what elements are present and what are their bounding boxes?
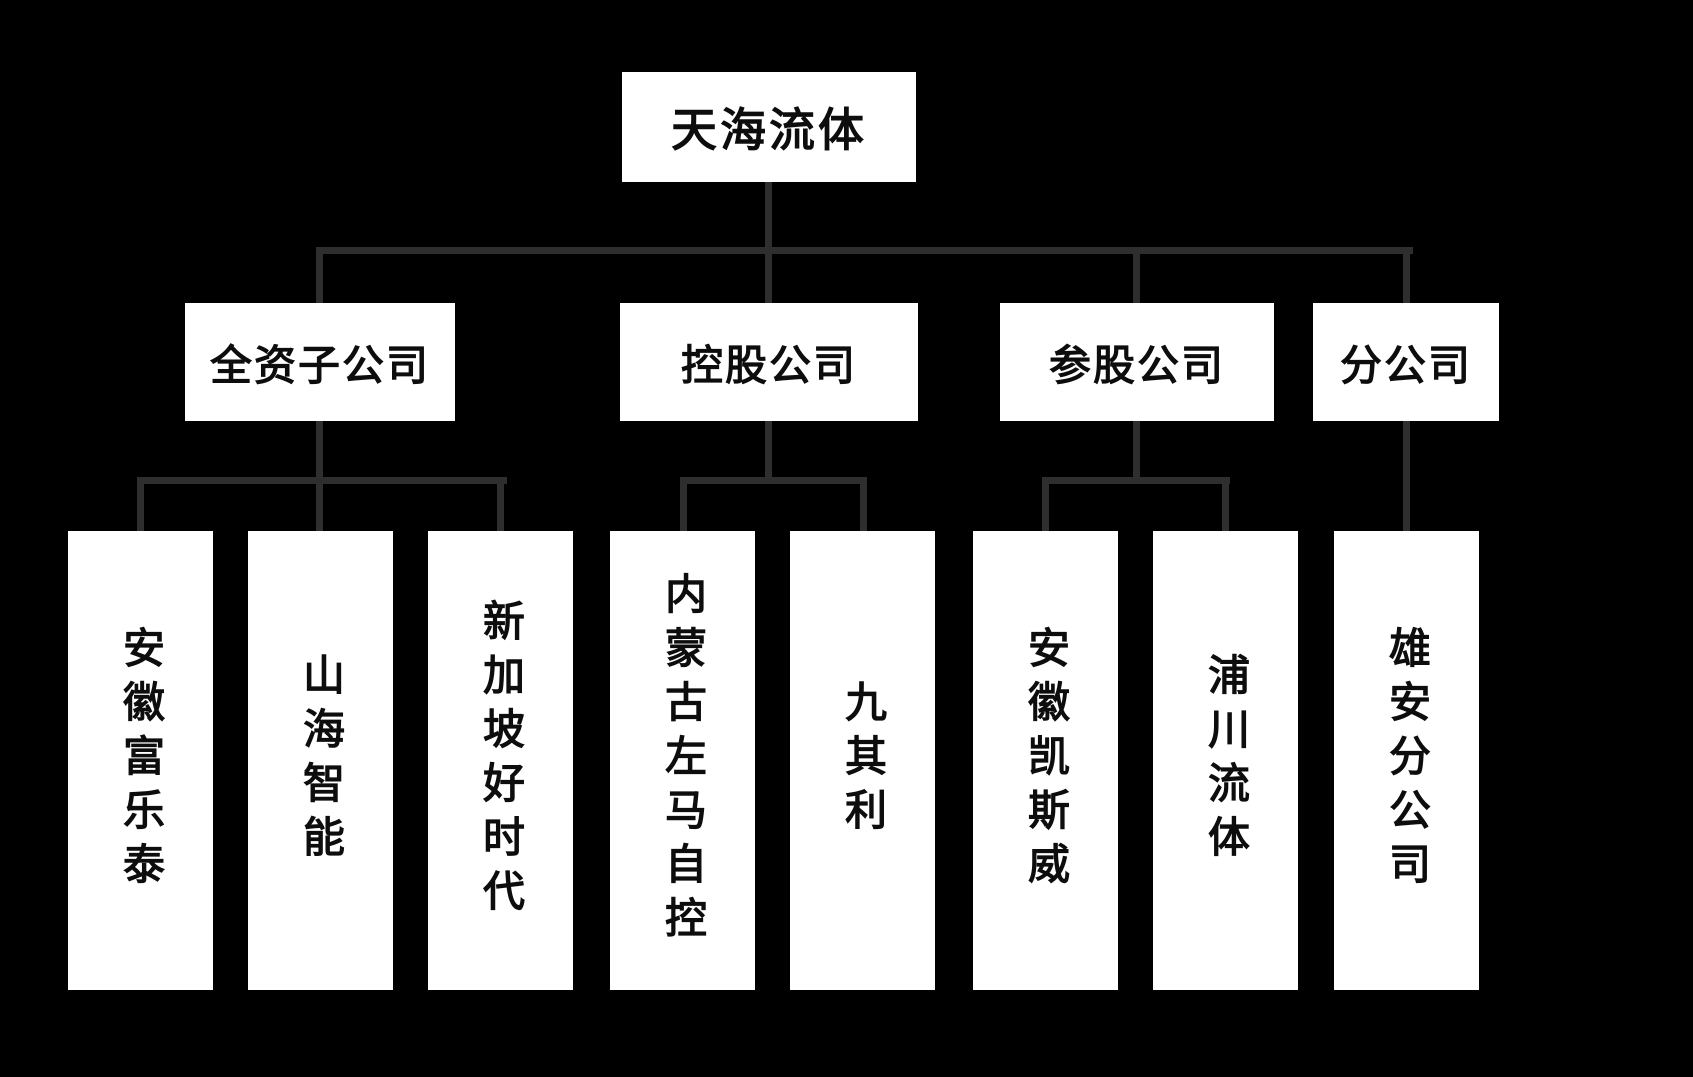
org-node-shanhai-intelligent: 山海智能 bbox=[248, 531, 393, 990]
connector-drop-anhui-kaisiwei bbox=[1042, 477, 1049, 531]
connector-drop-branch bbox=[1403, 247, 1410, 303]
org-node-puchuan-fluid: 浦川流体 bbox=[1153, 531, 1298, 990]
org-node-wholly-owned-subsidiaries: 全资子公司 bbox=[185, 303, 455, 421]
org-node-anhui-kaisiwei: 安徽凯斯威 bbox=[973, 531, 1118, 990]
connector-equity-stub bbox=[1133, 421, 1140, 477]
org-node-neimenggu-zuoma-zikong: 内蒙古左马自控 bbox=[610, 531, 755, 990]
org-node-label: 浦川流体 bbox=[1202, 652, 1250, 869]
org-node-anhui-fuletai: 安徽富乐泰 bbox=[68, 531, 213, 990]
connector-drop-singapore-haoshidai bbox=[497, 477, 504, 531]
org-node-label: 全资子公司 bbox=[209, 341, 430, 389]
org-node-holding-companies: 控股公司 bbox=[620, 303, 918, 421]
org-node-label: 新加坡好时代 bbox=[477, 598, 525, 923]
connector-root-stub bbox=[765, 182, 772, 303]
org-node-label: 安徽富乐泰 bbox=[117, 625, 165, 896]
org-node-branch-companies: 分公司 bbox=[1313, 303, 1499, 421]
connector-wholly-owned-horizontal bbox=[137, 477, 507, 484]
connector-holding-horizontal bbox=[680, 477, 867, 484]
connector-drop-equity-participation bbox=[1133, 247, 1140, 303]
org-node-label: 天海流体 bbox=[671, 104, 867, 156]
org-node-label: 内蒙古左马自控 bbox=[659, 571, 707, 950]
org-node-label: 参股公司 bbox=[1048, 341, 1225, 389]
org-node-label: 安徽凯斯威 bbox=[1022, 625, 1070, 896]
org-node-tianhai-fluid: 天海流体 bbox=[622, 72, 916, 182]
org-node-xiongan-branch: 雄安分公司 bbox=[1334, 531, 1479, 990]
connector-branch-stub bbox=[1403, 421, 1410, 531]
connector-drop-wholly-owned bbox=[316, 247, 323, 303]
org-node-label: 雄安分公司 bbox=[1383, 625, 1431, 896]
connector-drop-jiuqili bbox=[860, 477, 867, 531]
connector-holding-stub bbox=[765, 421, 772, 477]
connector-equity-horizontal bbox=[1042, 477, 1230, 484]
org-node-label: 山海智能 bbox=[297, 652, 345, 869]
org-node-label: 控股公司 bbox=[680, 341, 857, 389]
connector-drop-anhui-fuletai bbox=[137, 477, 144, 531]
org-node-jiuqili: 九其利 bbox=[790, 531, 935, 990]
org-node-label: 分公司 bbox=[1339, 341, 1472, 389]
connector-drop-neimenggu-zuoma bbox=[680, 477, 687, 531]
connector-drop-puchuan-fluid bbox=[1222, 477, 1229, 531]
connector-wholly-owned-stub bbox=[316, 421, 323, 531]
org-node-equity-participation-companies: 参股公司 bbox=[1000, 303, 1274, 421]
connector-level2-horizontal bbox=[317, 247, 1413, 254]
org-node-label: 九其利 bbox=[839, 679, 887, 842]
org-node-singapore-haoshidai: 新加坡好时代 bbox=[428, 531, 573, 990]
